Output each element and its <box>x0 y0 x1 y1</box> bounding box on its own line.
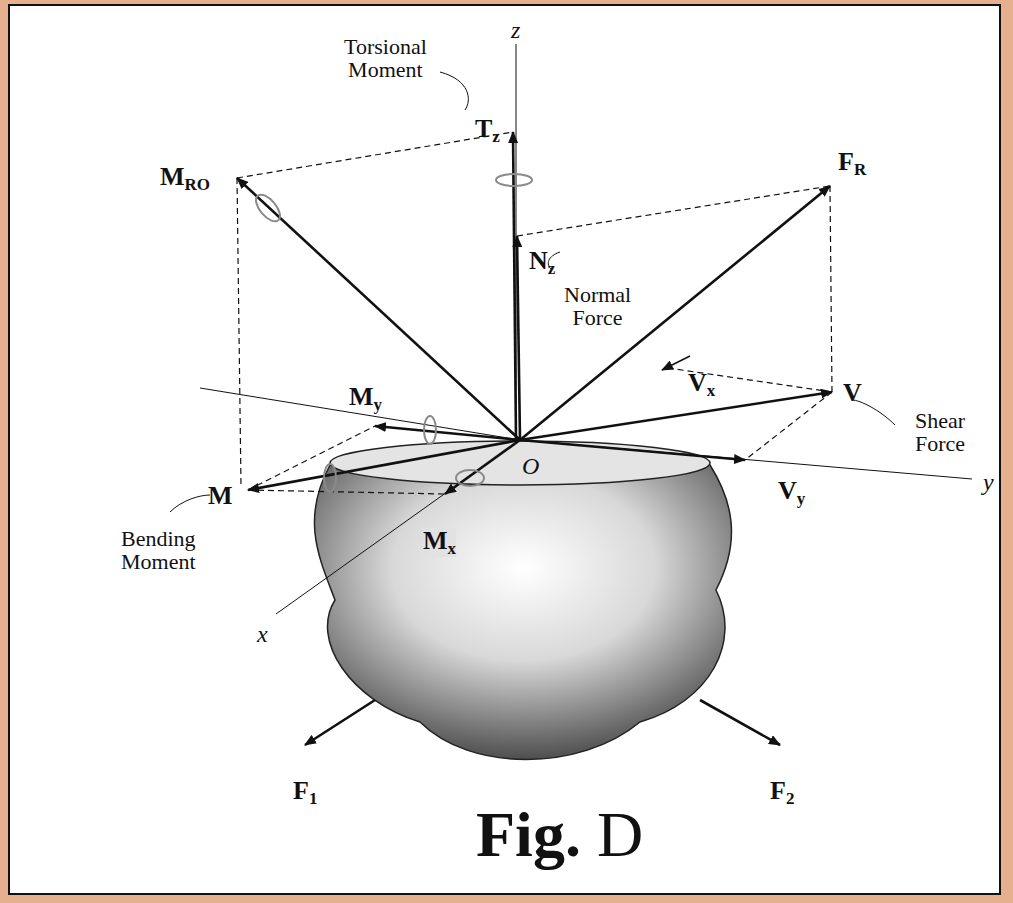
vector-label: My <box>349 384 382 413</box>
torsional-moment-label: Torsional Moment <box>344 35 427 81</box>
normal-force-label: Normal Force <box>564 283 631 329</box>
vector-label: Vx <box>688 370 715 399</box>
axis-label: x <box>257 622 268 646</box>
vector-label: Vy <box>778 478 805 507</box>
vector-label: Nz <box>529 248 555 277</box>
vector-label: F1 <box>293 778 317 807</box>
vector-label: Tz <box>475 116 500 145</box>
axis-label: z <box>511 18 520 42</box>
vector-label: M <box>208 483 233 509</box>
vector-label: FR <box>838 149 866 178</box>
vector-label: Mx <box>423 528 456 557</box>
vector-label: F2 <box>770 778 794 807</box>
axis-label: y <box>983 470 994 494</box>
figure-caption: Fig. D <box>476 803 643 867</box>
vector-label: V <box>843 380 862 406</box>
origin-label: O <box>522 454 539 478</box>
shear-force-label: Shear Force <box>915 409 965 455</box>
vector-label: MRO <box>160 164 210 193</box>
bending-moment-label: Bending Moment <box>121 527 196 573</box>
